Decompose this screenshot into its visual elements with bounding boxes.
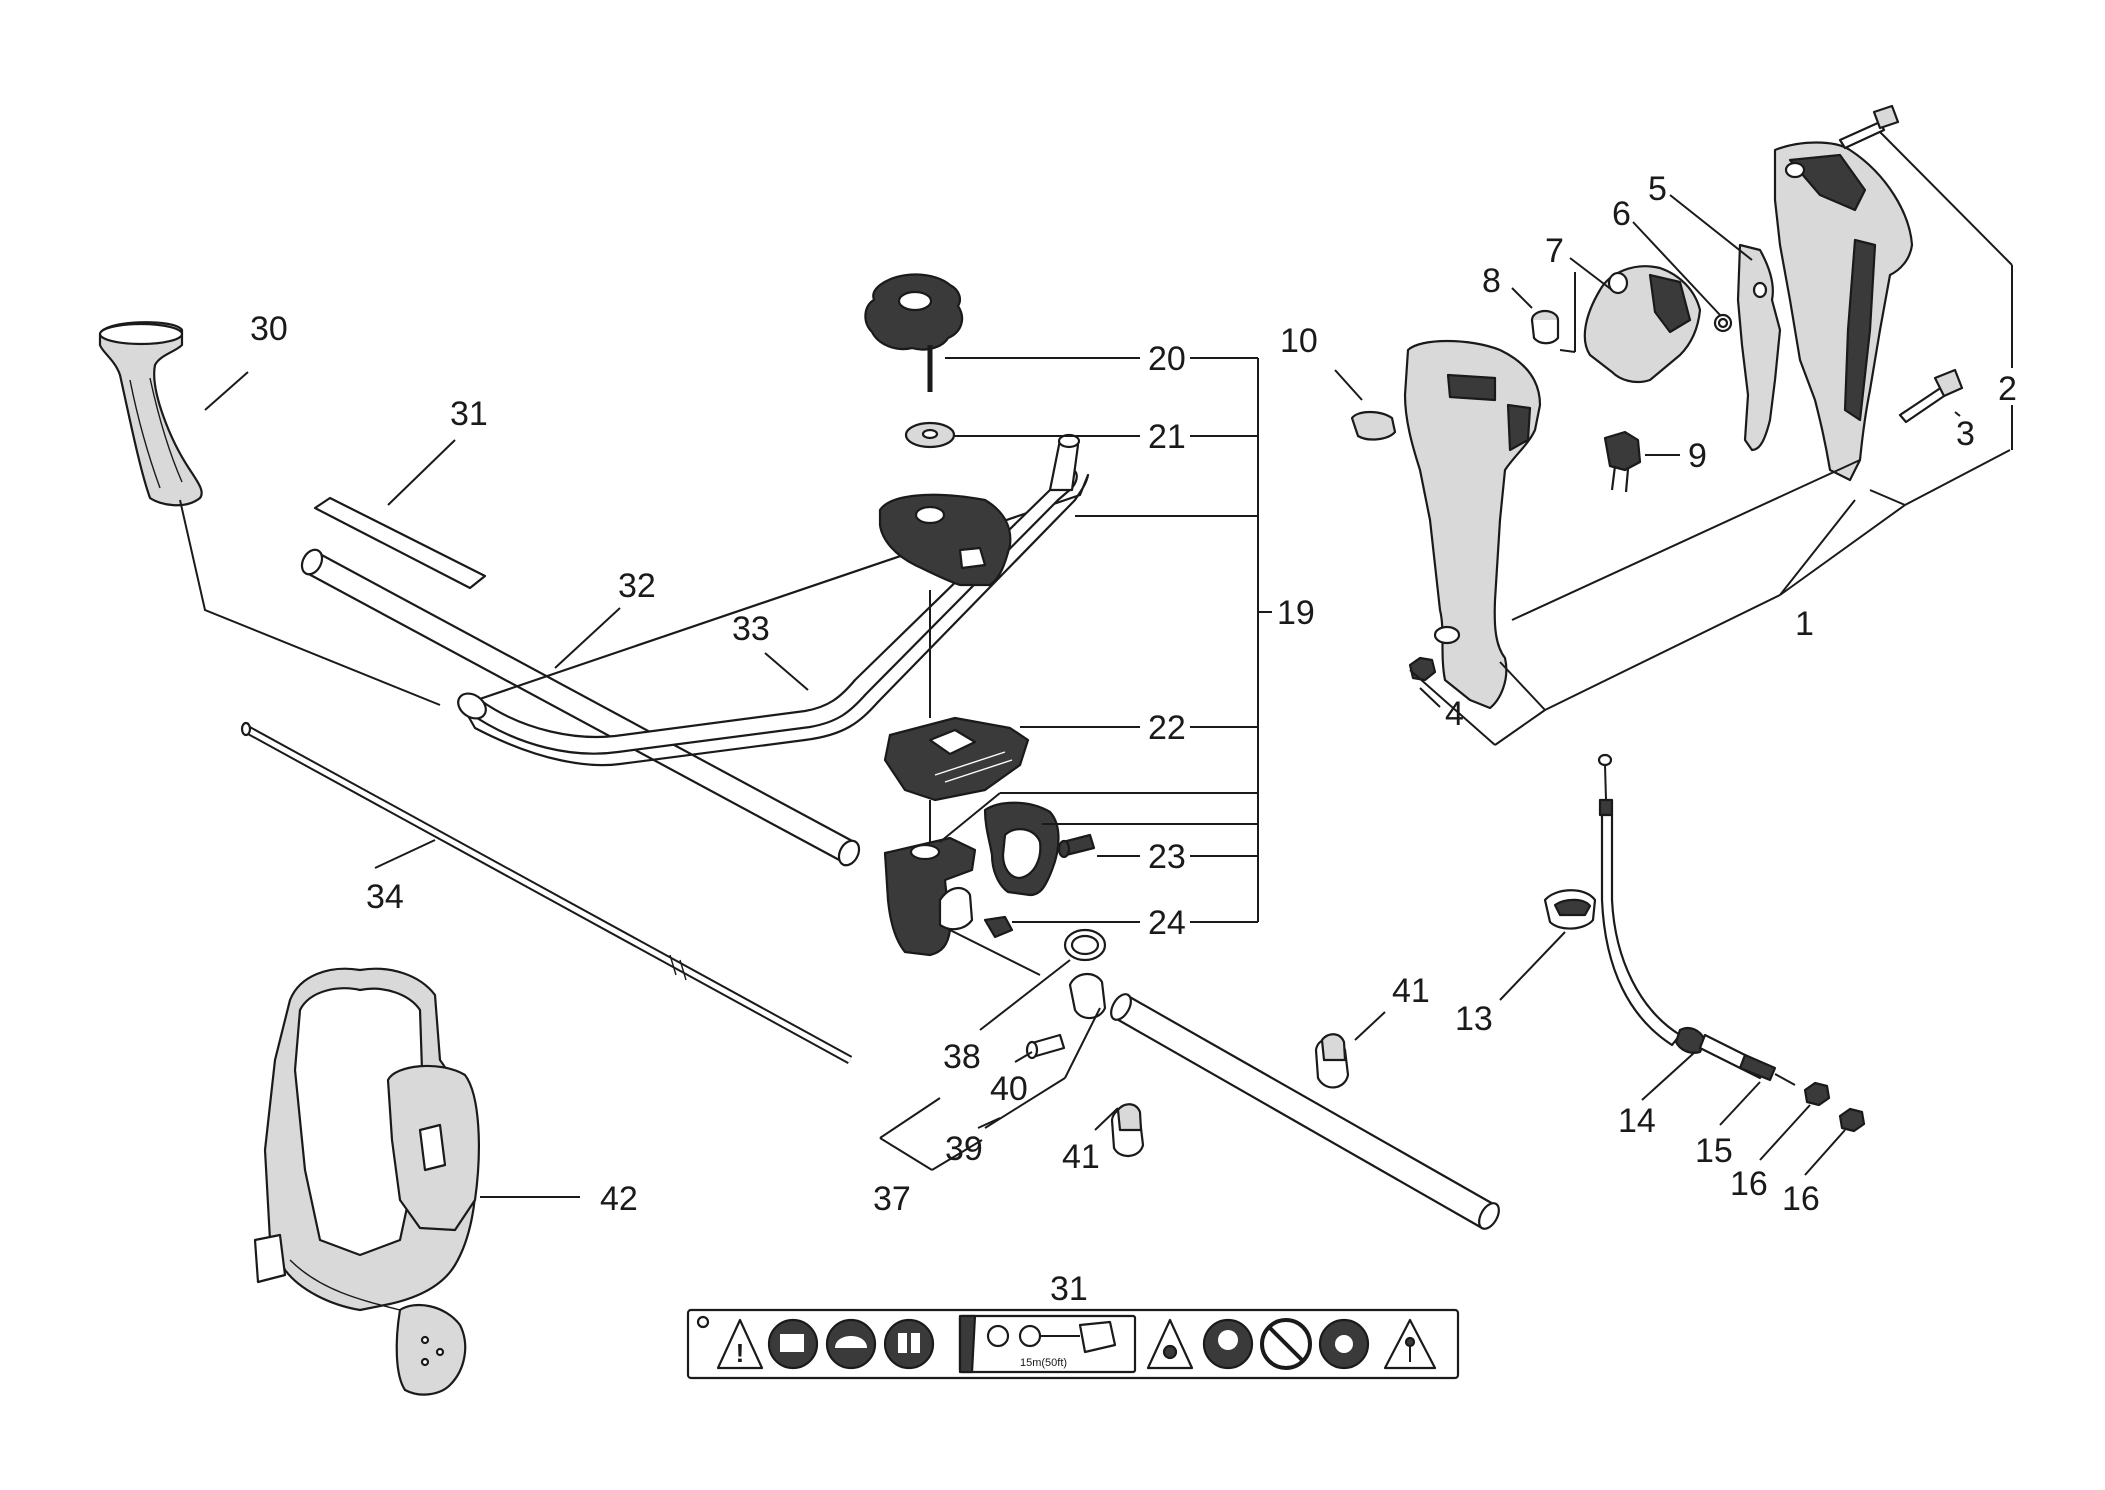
part-24-lower-clamp — [883, 836, 1014, 957]
part-3-screw — [1898, 368, 1964, 424]
label-7: 7 — [1545, 232, 1564, 270]
label-32: 32 — [618, 567, 656, 605]
label-34: 34 — [366, 878, 404, 916]
part-13-clip — [1543, 889, 1597, 930]
label-23: 23 — [1148, 838, 1186, 876]
label-31b: 31 — [1050, 1270, 1088, 1308]
label-13: 13 — [1455, 1000, 1493, 1038]
label-42: 42 — [600, 1180, 638, 1218]
part-32-tube — [300, 548, 861, 867]
part-16-nut-a — [1803, 1081, 1831, 1107]
no-blade-icon — [1260, 1318, 1312, 1370]
read-manual-icon — [767, 1318, 819, 1370]
part-15-cable-end — [1674, 1026, 1796, 1086]
part-31-warning-decal: ! 15m(50ft) — [686, 1308, 1460, 1380]
part-31-decal-strip — [313, 496, 487, 590]
part-34-drive-shaft — [240, 721, 853, 1064]
label-24: 24 — [1148, 904, 1186, 942]
label-41b: 41 — [1062, 1138, 1100, 1176]
label-33: 33 — [732, 610, 770, 648]
part-6-spring — [1713, 313, 1733, 333]
svg-text:!: ! — [736, 1338, 745, 1368]
leader-lines — [179, 131, 2013, 1198]
part-16-nut-b — [1838, 1107, 1866, 1133]
label-16b: 16 — [1782, 1180, 1820, 1218]
part-30-grip — [98, 321, 203, 507]
label-40: 40 — [990, 1070, 1028, 1108]
label-3: 3 — [1956, 415, 1975, 453]
part-22-bracket — [883, 716, 1030, 845]
part-23-cap — [983, 801, 1096, 897]
part-42-harness — [253, 967, 480, 1396]
part-9-switch — [1603, 430, 1642, 493]
label-22: 22 — [1148, 709, 1186, 747]
part-8-spring — [1530, 309, 1560, 345]
part-41-clip-lower — [1110, 1103, 1145, 1157]
blade-guard-icon — [1202, 1318, 1254, 1370]
label-14: 14 — [1618, 1102, 1656, 1140]
part-7-lockout — [1583, 265, 1702, 384]
label-21: 21 — [1148, 418, 1186, 456]
part-21-washer — [904, 421, 956, 449]
warning-triangle-icon: ! — [716, 1318, 764, 1370]
part-20-knob — [864, 273, 964, 392]
part-labels: 1 2 3 4 5 6 7 8 9 10 13 14 15 16 16 19 2… — [250, 170, 2017, 1308]
helmet-icon — [825, 1318, 877, 1370]
label-2: 2 — [1998, 370, 2017, 408]
part-2-handle-cover — [1773, 141, 1914, 482]
safety-distance-icon: 15m(50ft) — [958, 1314, 1137, 1374]
label-6: 6 — [1612, 195, 1631, 233]
ricochet-warning-icon — [1146, 1318, 1194, 1370]
label-19: 19 — [1277, 594, 1315, 632]
part-19-upper-clamp — [878, 493, 1012, 718]
part-10-button — [1350, 410, 1397, 441]
part-40-bolt — [1025, 1033, 1066, 1060]
bystander-warning-icon — [1383, 1318, 1437, 1370]
label-10: 10 — [1280, 322, 1318, 360]
gloves-boots-icon — [883, 1318, 935, 1370]
label-41a: 41 — [1392, 972, 1430, 1010]
part-4-nut — [1408, 656, 1437, 682]
part-2-screw — [1838, 104, 1900, 150]
label-30: 30 — [250, 310, 288, 348]
label-31a: 31 — [450, 395, 488, 433]
label-15: 15 — [1695, 1132, 1733, 1170]
part-33-handle-bar — [457, 433, 1090, 767]
safety-distance-text: 15m(50ft) — [1020, 1357, 1067, 1369]
part-41-clip-upper — [1314, 1033, 1350, 1089]
label-37: 37 — [873, 1180, 911, 1218]
part-38-clamp-ring — [1063, 928, 1107, 1020]
part-14-throttle-cable — [1597, 753, 1682, 1047]
trimmer-head-icon — [1318, 1318, 1370, 1370]
label-20: 20 — [1148, 340, 1186, 378]
label-8: 8 — [1482, 262, 1501, 300]
main-tube — [939, 924, 1500, 1230]
label-1: 1 — [1795, 605, 1814, 643]
label-38: 38 — [943, 1038, 981, 1076]
label-4: 4 — [1445, 695, 1464, 733]
part-1-throttle-handle — [1403, 339, 1542, 710]
part-5-trigger — [1736, 243, 1782, 452]
label-9: 9 — [1688, 437, 1707, 475]
label-5: 5 — [1648, 170, 1667, 208]
label-16a: 16 — [1730, 1165, 1768, 1203]
label-39: 39 — [945, 1130, 983, 1168]
